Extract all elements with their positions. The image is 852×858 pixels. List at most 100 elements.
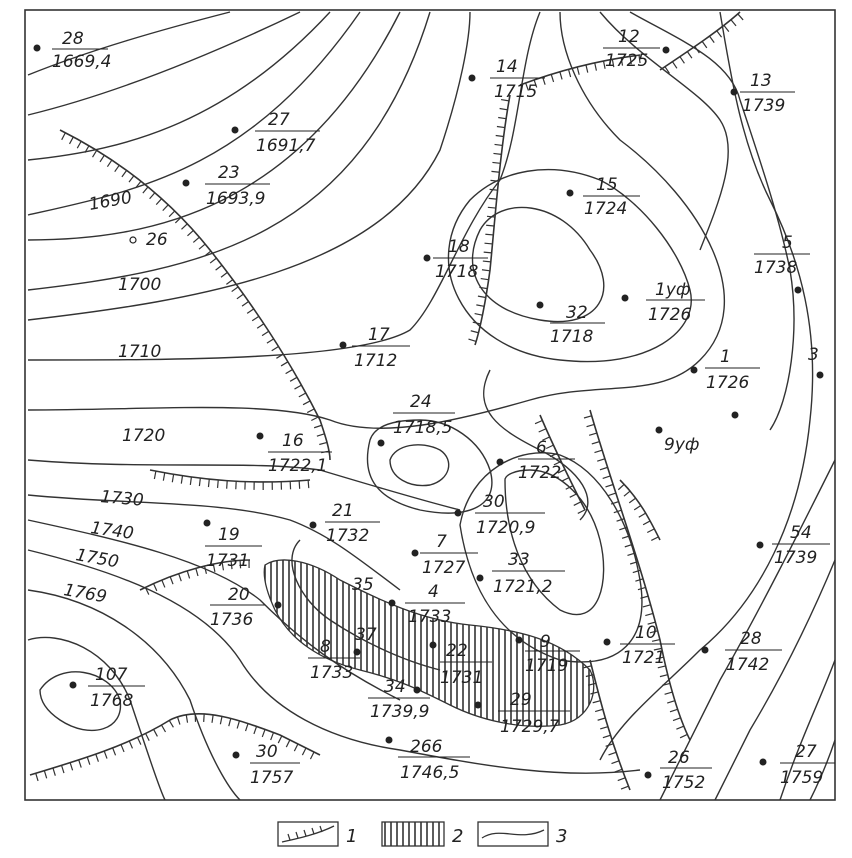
svg-text:9уф: 9уф — [664, 435, 699, 455]
fault-tick — [610, 501, 619, 505]
fault-tick — [112, 747, 117, 756]
svg-text:1739: 1739 — [774, 548, 817, 568]
fault-tick — [178, 573, 182, 582]
svg-text:37: 37 — [355, 625, 377, 645]
fault-tick — [605, 483, 614, 488]
fault-tick — [180, 475, 184, 484]
fault-tick — [230, 561, 233, 570]
svg-text:107: 107 — [95, 665, 128, 685]
fault-tick — [280, 361, 289, 367]
fault-tick — [95, 753, 99, 762]
fault-tick — [468, 338, 477, 342]
fault-tick — [69, 762, 74, 771]
svg-text:1752: 1752 — [662, 773, 705, 793]
fault-tick — [557, 469, 566, 474]
fault-tick — [203, 713, 205, 722]
fault-tick — [662, 682, 671, 687]
fault-tick — [628, 497, 637, 504]
fault-tick — [236, 720, 241, 729]
svg-text:1690: 1690 — [87, 188, 133, 215]
svg-text:1719: 1719 — [525, 656, 568, 676]
svg-text:1уф: 1уф — [655, 280, 690, 300]
svg-text:34: 34 — [384, 677, 406, 697]
fault-tick — [617, 777, 626, 782]
fault-tick — [635, 578, 644, 582]
fault-tick — [647, 621, 656, 625]
hatched-zone — [263, 559, 595, 727]
svg-text:1750: 1750 — [74, 545, 120, 572]
fault-tick — [583, 415, 592, 419]
fault-tick — [135, 180, 142, 188]
svg-text:1757: 1757 — [250, 768, 293, 788]
svg-text:1725: 1725 — [605, 51, 648, 71]
fault-tick — [153, 729, 158, 737]
fault-tick — [271, 345, 279, 352]
fault-tick — [239, 560, 242, 569]
fault-tick — [43, 770, 48, 779]
fault-tick — [493, 152, 502, 155]
fault-tick — [203, 565, 208, 574]
fault-tick — [594, 62, 597, 71]
fault-tick — [313, 424, 322, 429]
fault-tick — [669, 708, 678, 713]
fault-tick — [149, 192, 156, 200]
svg-text:10: 10 — [635, 623, 657, 643]
fault-tick — [590, 691, 599, 695]
fault-tick — [645, 612, 654, 617]
legend-item-contour: 3 — [477, 821, 567, 847]
legend-item-hatched: 2 — [381, 821, 463, 847]
fault-tick — [261, 330, 270, 337]
fault-tick — [103, 750, 108, 759]
fault-tick — [577, 509, 586, 514]
fault-tick — [215, 264, 223, 271]
fault-tick — [168, 210, 176, 218]
fault-tick — [640, 595, 649, 599]
fault-tick — [545, 444, 554, 450]
fault-tick — [709, 35, 715, 43]
fault-tick — [207, 479, 210, 488]
fault-tick — [499, 107, 508, 111]
fault-tick — [195, 568, 199, 577]
fault-tick — [212, 563, 216, 573]
fault-tick — [638, 55, 641, 64]
svg-text:19: 19 — [218, 525, 240, 545]
fault-tick — [649, 630, 658, 634]
fault-tick — [487, 206, 496, 209]
fault-tick — [270, 732, 275, 741]
fault-tick — [244, 723, 249, 732]
fault-tick — [605, 743, 614, 747]
fault-tick — [480, 277, 489, 281]
fault-tick — [646, 528, 655, 534]
fault-tick — [588, 432, 597, 436]
svg-text:1769: 1769 — [62, 580, 108, 607]
svg-text:1715: 1715 — [494, 82, 537, 102]
fault-tick — [498, 116, 507, 120]
svg-text:29: 29 — [510, 690, 532, 710]
fault-tick — [485, 233, 494, 236]
svg-text:1: 1 — [720, 347, 731, 367]
fault-tick — [488, 197, 497, 200]
svg-text:1721: 1721 — [622, 648, 665, 668]
fault-tick — [161, 724, 167, 733]
svg-text:1740: 1740 — [89, 518, 135, 544]
fault-tick — [311, 416, 319, 422]
svg-text:3: 3 — [556, 826, 567, 847]
fault-tick — [209, 257, 217, 264]
fault-tick — [549, 452, 558, 458]
fault-tick — [716, 30, 723, 38]
fault-tick — [145, 733, 150, 741]
svg-text:18: 18 — [448, 237, 470, 257]
svg-text:22: 22 — [446, 641, 468, 661]
fault-tick — [246, 308, 255, 314]
fault-tick — [627, 552, 636, 557]
